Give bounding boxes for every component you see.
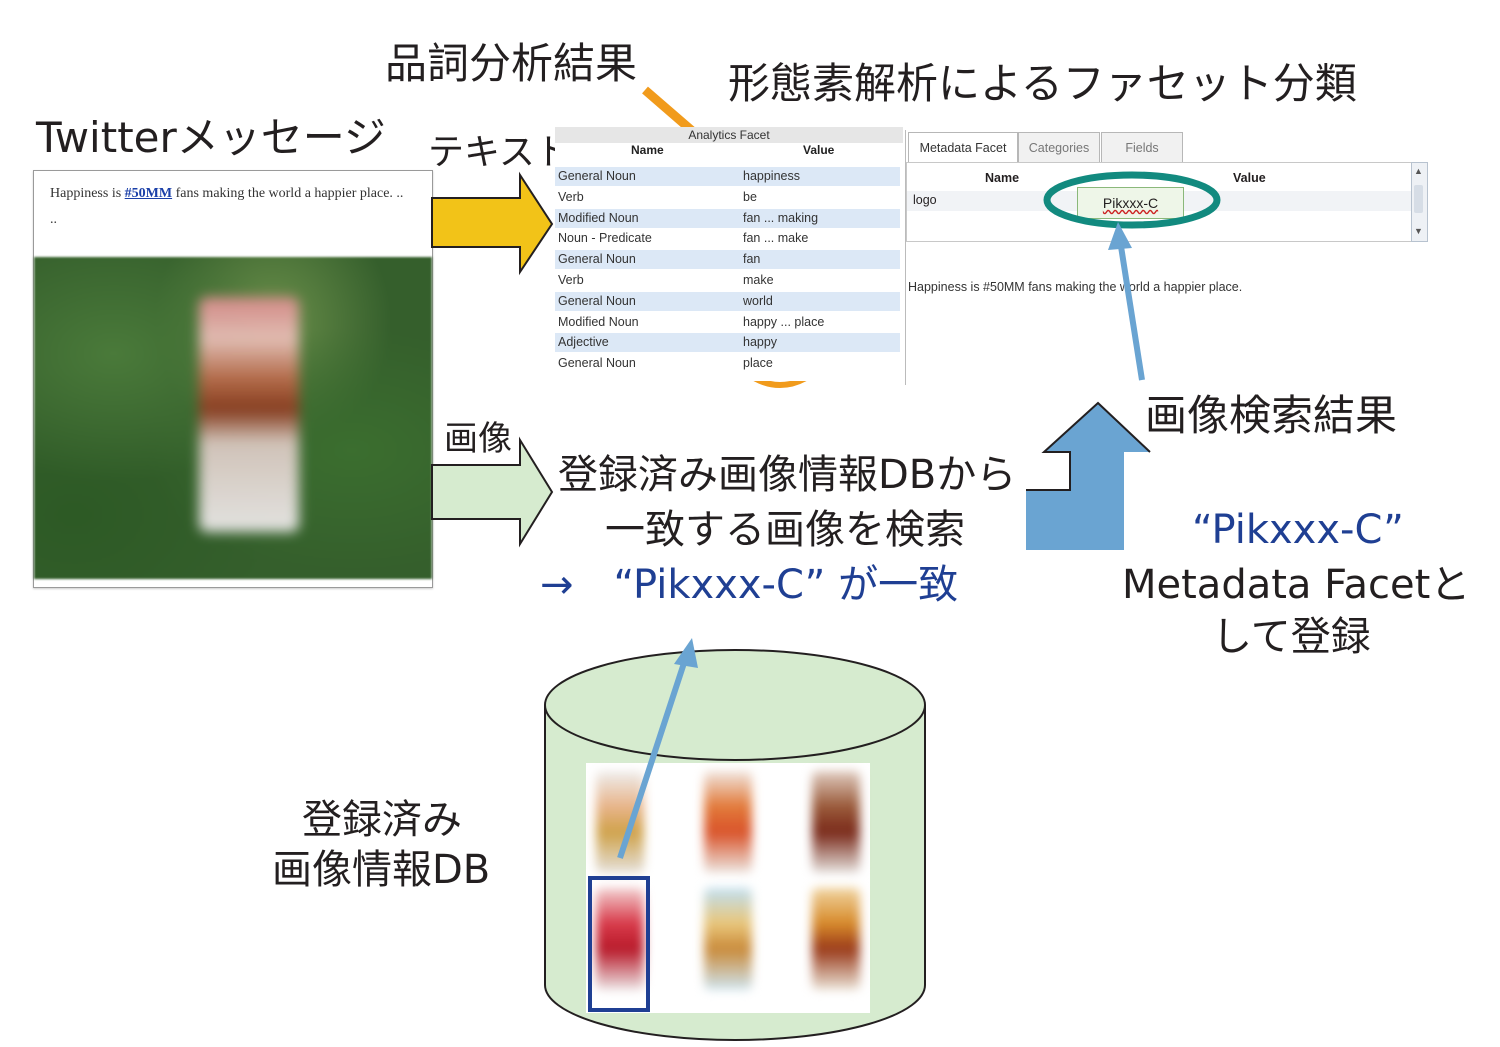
value-highlight-ellipse xyxy=(1043,171,1221,229)
db-thumb-2 xyxy=(704,771,752,873)
facet-table-row[interactable]: General Noun place xyxy=(555,354,900,373)
meta-col-value: Value xyxy=(1233,171,1266,185)
search-desc-line2: 一致する画像を検索 xyxy=(605,507,965,553)
analytics-facet-table: Analytics Facet Name Value General Noun h… xyxy=(555,127,903,381)
tab-categories[interactable]: Categories xyxy=(1018,132,1100,163)
facet-table-row[interactable]: General Noun fan xyxy=(555,250,900,270)
result-arrow-head xyxy=(1108,222,1132,250)
facet-row-name: Adjective xyxy=(558,335,609,350)
hashtag-link[interactable]: #50MM xyxy=(124,186,173,201)
register-desc-line2: Metadata Facetと xyxy=(1122,562,1471,608)
facet-row-name: General Noun xyxy=(558,169,636,183)
db-label-line2: 画像情報DB xyxy=(272,847,491,893)
tab-metadata-facet[interactable]: Metadata Facet xyxy=(908,132,1018,163)
metadata-scrollbar[interactable]: ▲ ▼ xyxy=(1411,162,1428,242)
facet-row-name: General Noun xyxy=(558,252,636,267)
image-arrow xyxy=(431,436,554,548)
col-name-header: Name xyxy=(631,143,664,157)
image-label: 画像 xyxy=(444,419,512,459)
facet-table-row[interactable]: Modified Noun fan ... making xyxy=(555,208,900,228)
facet-table-row[interactable]: Modified Noun happy ... place xyxy=(555,313,900,332)
tweet-text: Happiness is #50MM fans making the world… xyxy=(50,181,425,233)
facet-row-value: happy ... place xyxy=(743,314,825,329)
match-result-label: → “Pikxxx-C” が一致 xyxy=(540,562,959,608)
facet-row-value: be xyxy=(743,189,757,204)
facet-row-name: General Noun xyxy=(558,293,636,308)
facet-table-row[interactable]: Adjective happy xyxy=(555,333,900,353)
product-image xyxy=(199,297,299,532)
tweet-text-start: Happiness is xyxy=(50,186,125,201)
register-desc-line3: して登録 xyxy=(1212,614,1371,660)
facet-table-row[interactable]: General Noun world xyxy=(555,291,900,311)
facet-table-row[interactable]: General Noun happiness xyxy=(555,167,900,186)
db-image-grid xyxy=(586,763,870,1013)
result-arrow-line xyxy=(1117,239,1145,381)
db-thumb-5 xyxy=(704,888,752,990)
metadata-message: Happiness is #50MM fans making the world… xyxy=(908,280,1243,294)
db-thumb-4 xyxy=(596,888,644,990)
col-value-header: Value xyxy=(803,143,835,157)
facet-table-row[interactable]: Verb make xyxy=(555,271,900,290)
facet-table-row[interactable]: Verb be xyxy=(555,188,900,207)
tweet-trailing: .. xyxy=(50,212,57,227)
tweet-text-end: fans making the world a happier place. .… xyxy=(172,186,404,201)
scroll-thumb[interactable] xyxy=(1414,185,1423,213)
twitter-message-label: Twitterメッセージ xyxy=(36,113,386,162)
search-desc-line1: 登録済み画像情報DBから xyxy=(558,452,1017,498)
metadata-facet-panel: Metadata Facet Categories Fields Name Va… xyxy=(905,130,1428,385)
db-label-line1: 登録済み xyxy=(302,797,462,843)
facet-row-value: happy xyxy=(743,335,778,350)
match-arrow-head xyxy=(674,638,698,668)
db-thumb-6 xyxy=(812,888,860,990)
facet-row-name: Verb xyxy=(558,273,584,287)
facet-row-value: fan ... making xyxy=(743,210,819,225)
meta-col-name: Name xyxy=(985,171,1020,185)
meta-row-value-cell[interactable]: Pikxxx-C xyxy=(1077,187,1184,219)
image-search-result-label: 画像検索結果 xyxy=(1145,391,1398,440)
register-arrow xyxy=(1026,403,1150,550)
facet-row-value: happiness xyxy=(743,169,800,183)
scroll-down-icon[interactable]: ▼ xyxy=(1414,226,1423,236)
facet-row-name: Modified Noun xyxy=(558,210,639,225)
facet-row-name: Verb xyxy=(558,189,584,204)
scroll-up-icon[interactable]: ▲ xyxy=(1414,166,1423,176)
register-arrow-outline xyxy=(1026,401,1151,491)
text-arrow xyxy=(431,171,554,276)
matched-image-highlight xyxy=(588,876,650,1012)
tweet-photo xyxy=(34,257,432,579)
facet-row-name: Noun - Predicate xyxy=(558,231,652,246)
facet-table-row[interactable]: Noun - Predicate fan ... make xyxy=(555,229,900,248)
register-desc-line1: “Pikxxx-C” xyxy=(1192,507,1404,553)
facet-row-value: world xyxy=(743,293,773,308)
meta-row-name: logo xyxy=(913,193,937,207)
facet-row-value: make xyxy=(743,273,774,287)
facet-row-name: General Noun xyxy=(558,356,636,371)
facet-table-title: Analytics Facet xyxy=(555,127,903,143)
tab-fields[interactable]: Fields xyxy=(1101,132,1183,163)
pos-result-label: 品詞分析結果 xyxy=(385,39,638,88)
match-arrow-line xyxy=(617,659,688,859)
facet-row-name: Modified Noun xyxy=(558,314,639,329)
text-label: テキスト xyxy=(428,132,571,173)
facet-row-value: fan xyxy=(743,252,761,267)
facet-table-header: Name Value xyxy=(555,143,903,159)
db-top xyxy=(544,649,926,761)
facet-row-value: place xyxy=(743,356,773,371)
morph-facet-label: 形態素解析によるファセット分類 xyxy=(728,59,1357,108)
facet-row-value: fan ... make xyxy=(743,231,809,246)
db-thumb-3 xyxy=(812,771,860,873)
twitter-message-panel: Happiness is #50MM fans making the world… xyxy=(33,170,433,588)
